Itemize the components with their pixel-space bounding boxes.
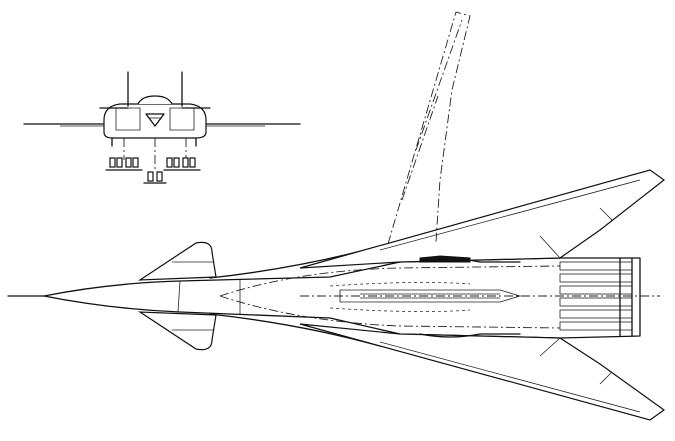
engine-bay: [559, 257, 633, 337]
front-nose-emblem: [145, 113, 165, 127]
fuselage-outline: [43, 257, 641, 339]
front-left-intake: [115, 107, 141, 131]
front-fuselage: [103, 103, 207, 139]
wing-left-swept: [299, 169, 666, 269]
weapons-bay: [339, 289, 522, 303]
canard-right: [137, 311, 217, 351]
plan-view: [7, 11, 666, 421]
front-right-bogie: [163, 157, 201, 171]
front-nose-bogie: [143, 171, 167, 184]
front-view: [23, 71, 301, 184]
front-canopy: [137, 95, 173, 105]
front-left-bogie: [105, 157, 143, 171]
canard-left: [137, 241, 217, 281]
wing-left-spread: [387, 11, 471, 245]
wing-right-swept: [299, 323, 666, 421]
